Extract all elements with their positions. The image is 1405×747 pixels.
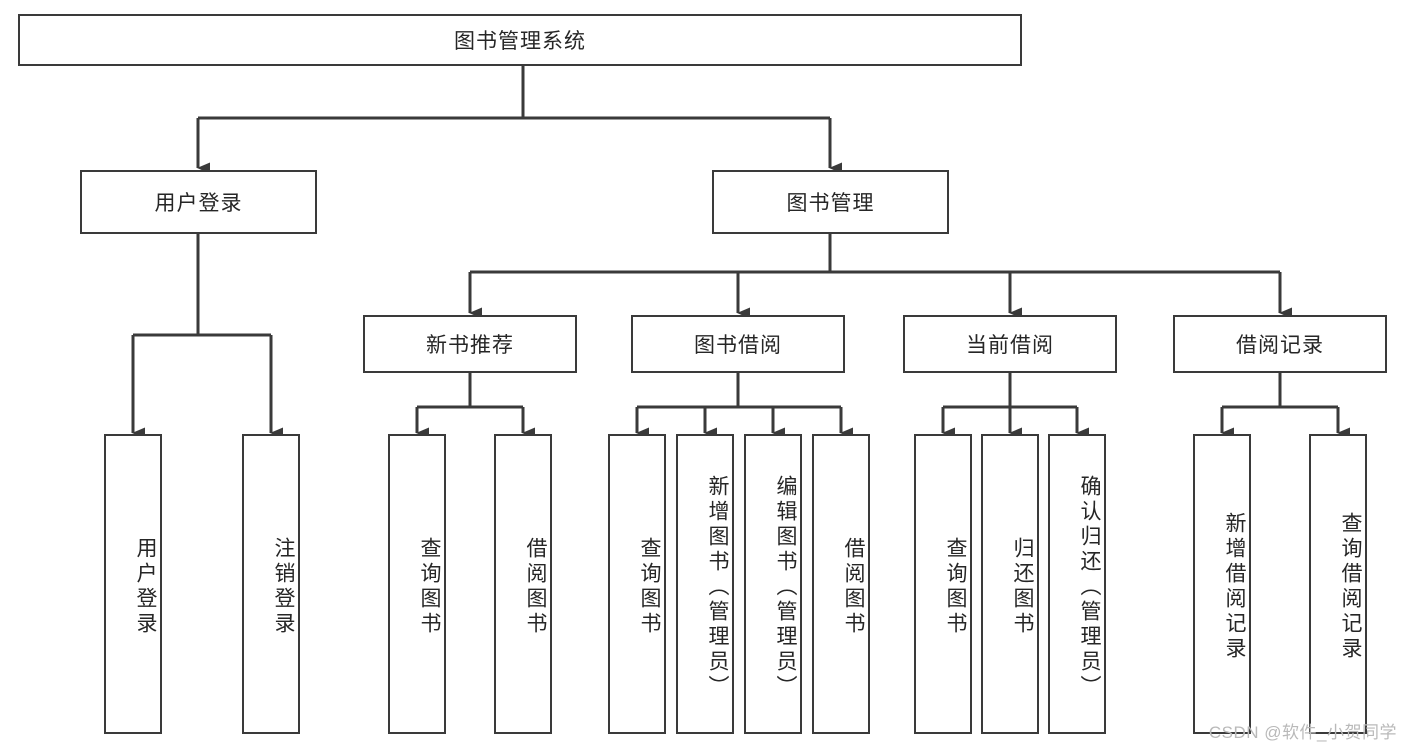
leaf-query-borrow-record[interactable]: 查询借阅记录 (1309, 434, 1367, 734)
leaf-borrow-book-new[interactable]: 借阅图书 (494, 434, 552, 734)
leaf-query-book-borrow[interactable]: 查询图书 (608, 434, 666, 734)
node-current-borrow[interactable]: 当前借阅 (903, 315, 1117, 373)
leaf-add-borrow-record[interactable]: 新增借阅记录 (1193, 434, 1251, 734)
leaf-return-book[interactable]: 归还图书 (981, 434, 1039, 734)
leaf-user-logout[interactable]: 注销登录 (242, 434, 300, 734)
node-book-borrow[interactable]: 图书借阅 (631, 315, 845, 373)
node-user-login[interactable]: 用户登录 (80, 170, 317, 234)
leaf-confirm-return-admin[interactable]: 确认归还（管理员） (1048, 434, 1106, 734)
node-borrow-record[interactable]: 借阅记录 (1173, 315, 1387, 373)
leaf-borrow-book[interactable]: 借阅图书 (812, 434, 870, 734)
leaf-add-book-admin[interactable]: 新增图书（管理员） (676, 434, 734, 734)
watermark-text: CSDN @软件_小贺同学 (1208, 723, 1397, 742)
leaf-query-book-new[interactable]: 查询图书 (388, 434, 446, 734)
node-root-system[interactable]: 图书管理系统 (18, 14, 1022, 66)
leaf-edit-book-admin[interactable]: 编辑图书（管理员） (744, 434, 802, 734)
node-new-book-recommend[interactable]: 新书推荐 (363, 315, 577, 373)
node-book-management[interactable]: 图书管理 (712, 170, 949, 234)
leaf-user-login[interactable]: 用户登录 (104, 434, 162, 734)
leaf-query-book-current[interactable]: 查询图书 (914, 434, 972, 734)
